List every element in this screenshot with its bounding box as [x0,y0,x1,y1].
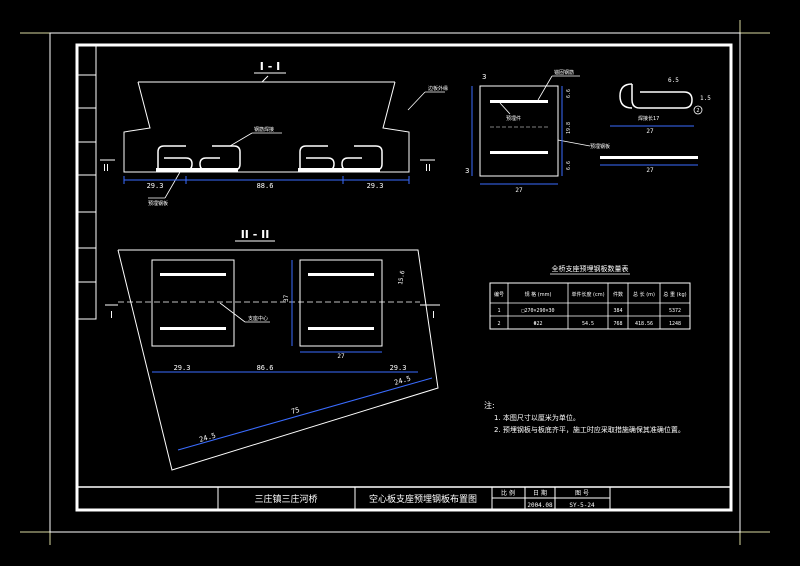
plate-left [156,168,238,172]
detail-rebar-marker-circle [693,105,703,115]
table-header-spec: 规 格 (mm) [525,291,552,298]
section-1-dim-1: 29.3 [147,182,164,190]
table-row-2-unit-length: 54.5 [582,321,594,327]
plan-plate-left [151,259,235,347]
section-1-dim-2: 88.6 [257,182,274,190]
section-2-label-right: I [432,310,435,321]
title-block-project: 三庄镇三庄河桥 [254,493,317,505]
detail-rebar-dim-side: 1.5 [700,95,711,102]
section-2-dim-2: 86.6 [257,364,274,372]
table-header-count: 件数 [613,291,623,298]
callout-embedded-plate: 预埋钢板 [590,143,610,150]
detail-plate-rebar-bottom [490,151,548,154]
callout-embedded: 预埋件 [506,115,521,122]
table-row-2-count: 768 [613,321,622,327]
detail-plate-dim-2: 19.8 [566,122,572,134]
detail-plate-outline [479,85,559,177]
detail-plate-dim-3: 6.6 [566,161,572,170]
section-1-outline [123,81,410,173]
notes-heading: 注: [484,400,495,410]
table-row-2-no: 2 [497,321,500,327]
section-2-label-left: I [110,310,113,321]
section-2-dim-3: 29.3 [390,364,407,372]
quantity-table: 全桥支座预埋钢板数量表 编号 规 格 (mm) 单件长度 (cm) 件数 总 长… [489,264,691,330]
section-2-bottom-dims [177,377,433,451]
detail-marker-bottom: 3 [465,167,469,175]
callout-anchor-rebar: 锚固钢筋 [554,69,574,76]
section-2-height: 37 [283,294,290,302]
title-block-scale-label: 比 例 [501,489,515,497]
table-row-1-count: 384 [613,308,622,314]
section-2-title: II - II [241,228,270,241]
table-row-2-total-weight: 1248 [669,321,681,327]
detail-marker-top: 3 [482,73,486,81]
table-row-2-spec: Φ22 [533,321,542,327]
detail-plate-width: 27 [515,187,523,194]
section-1-label-left: II [103,163,109,174]
section-1-title: I - I [260,60,280,73]
plate-right [298,168,380,172]
detail-plate-side [600,156,698,159]
title-block: 三庄镇三庄河桥 空心板支座预埋钢板布置图 比 例 日 期 图 号 2004.08… [76,486,732,511]
quantity-table-title: 全桥支座预埋钢板数量表 [552,264,629,273]
table-header-unit-length: 单件长度 (cm) [571,291,604,298]
detail-rebar-dim-top: 6.5 [668,77,679,84]
notes-line-1: 1. 本图尺寸以厘米为单位。 [494,413,580,422]
table-row-1-total-weight: 5372 [669,308,681,314]
outer-frame [49,32,741,533]
section-2-dim-1: 29.3 [174,364,191,372]
title-block-date-label: 日 期 [533,489,547,497]
table-row-2-total-length: 418.56 [635,321,653,327]
callout-board-edge: 边板外缘 [428,85,448,92]
table-header-total-length: 总 长 (m) [633,291,655,298]
table-row-1-no: 1 [497,308,500,314]
plan-rebars [160,273,374,330]
section-1: I - I II II 边板外缘 钢筋焊接 预埋钢板 29.3 [100,60,448,207]
detail-plate: 3 3 锚固钢筋 预埋件 预埋钢板 6.6 19.8 6.6 27 [465,69,610,194]
section-1-dim-3: 29.3 [367,182,384,190]
detail-rebar-length: 焊接长17 [638,115,659,122]
plan-plate-right [299,259,383,347]
section-2-outline [117,249,439,471]
table-header-total-weight: 总 重 (kg) [663,291,686,298]
title-block-drawing: 空心板支座预埋钢板布置图 [369,493,477,505]
detail-rebar: 6.5 1.5 2 焊接长17 27 27 [600,77,711,174]
section-2-width: 27 [337,353,345,360]
section-2: II - II 支座中心 I I 37 27 15.6 29.3 86 [105,228,440,471]
detail-rebar-shape [631,84,693,109]
detail-plate-side-width: 27 [646,167,654,174]
callout-bearing-center: 支座中心 [248,315,268,322]
detail-plate-rebar-top [490,100,548,103]
table-row-1-spec: □270×290×30 [521,308,554,314]
callout-plate: 预埋钢板 [148,200,168,207]
detail-rebar-marker: 2 [696,108,699,114]
section-2-dim-5: 75 [290,406,300,416]
detail-plate-dim-1: 6.6 [566,89,572,98]
title-block-no-label: 图 号 [575,490,589,497]
left-title-strip [76,44,97,320]
section-1-label-right: II [425,163,431,174]
notes: 注: 1. 本图尺寸以厘米为单位。 2. 预埋钢板与板底齐平，施工时应采取措施确… [484,400,685,434]
notes-line-2: 2. 预埋钢板与板底齐平，施工时应采取措施确保其准确位置。 [494,425,685,434]
callout-weld: 钢筋焊接 [254,126,274,133]
table-header-no: 编号 [494,291,504,298]
section-2-side-dim: 15.6 [397,270,406,286]
title-block-number: SY-5-24 [569,502,595,509]
title-block-date: 2004.08 [527,502,553,509]
detail-rebar-width: 27 [646,128,654,135]
